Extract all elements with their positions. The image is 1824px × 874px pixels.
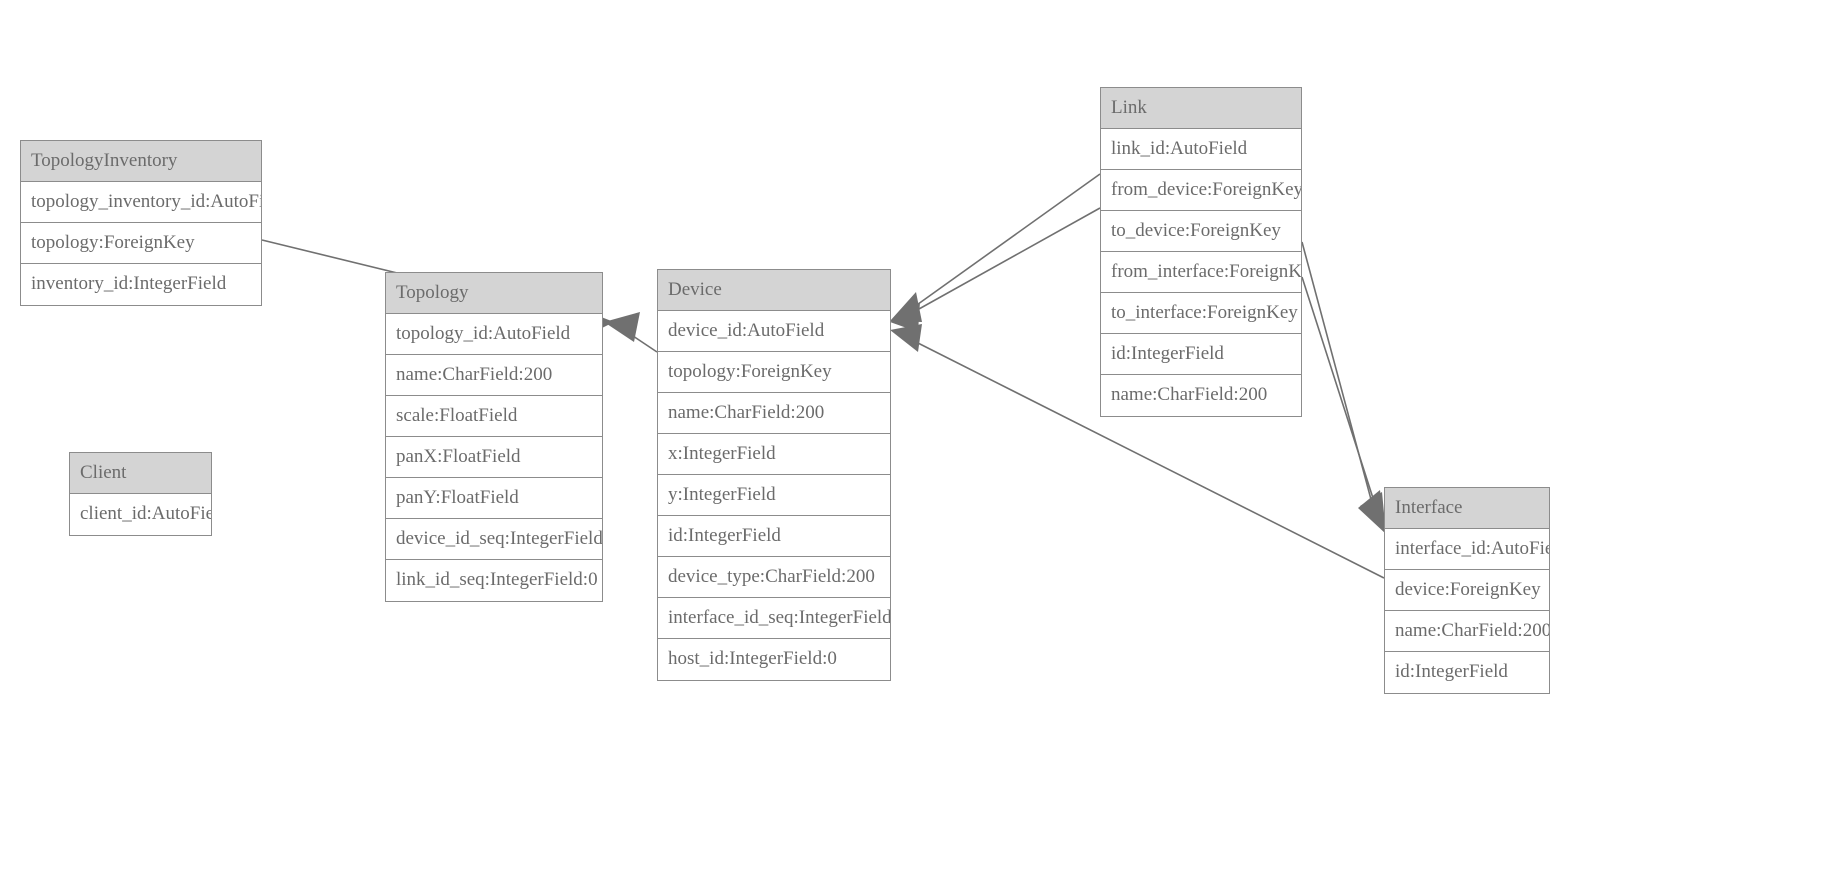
- entity-field: client_id:AutoField: [70, 494, 211, 535]
- entity-field: device_type:CharField:200: [658, 557, 890, 598]
- entity-field: host_id:IntegerField:0: [658, 639, 890, 680]
- entity-field: name:CharField:200: [1385, 611, 1549, 652]
- entity-field: panX:FloatField: [386, 437, 602, 478]
- entity-title: TopologyInventory: [21, 141, 261, 182]
- entity-topologyinventory[interactable]: TopologyInventory topology_inventory_id:…: [20, 140, 262, 306]
- edge-link-to-device: [890, 207, 1101, 332]
- entity-topology[interactable]: Topology topology_id:AutoField name:Char…: [385, 272, 603, 602]
- entity-field: link_id:AutoField: [1101, 129, 1301, 170]
- entity-field: name:CharField:200: [1101, 375, 1301, 416]
- entity-field: device_id:AutoField: [658, 311, 890, 352]
- entity-field: name:CharField:200: [658, 393, 890, 434]
- entity-field: scale:FloatField: [386, 396, 602, 437]
- entity-field: link_id_seq:IntegerField:0: [386, 560, 602, 601]
- entity-field: topology_inventory_id:AutoField: [21, 182, 261, 223]
- entity-title: Device: [658, 270, 890, 311]
- entity-field: panY:FloatField: [386, 478, 602, 519]
- entity-field: to_interface:ForeignKey: [1101, 293, 1301, 334]
- entity-field: from_device:ForeignKey: [1101, 170, 1301, 211]
- edge-device-topology: [604, 312, 658, 353]
- entity-field: from_interface:ForeignKey: [1101, 252, 1301, 293]
- entity-field: device:ForeignKey: [1385, 570, 1549, 611]
- entity-field: y:IntegerField: [658, 475, 890, 516]
- entity-field: device_id_seq:IntegerField:0: [386, 519, 602, 560]
- edge-link-from-device: [890, 173, 1101, 322]
- entity-field: id:IntegerField: [1385, 652, 1549, 693]
- entity-client[interactable]: Client client_id:AutoField: [69, 452, 212, 536]
- entity-title: Interface: [1385, 488, 1549, 529]
- entity-interface[interactable]: Interface interface_id:AutoField device:…: [1384, 487, 1550, 694]
- edge-link-to-interface: [1301, 276, 1386, 534]
- entity-title: Client: [70, 453, 211, 494]
- entity-field: topology:ForeignKey: [658, 352, 890, 393]
- entity-field: x:IntegerField: [658, 434, 890, 475]
- entity-field: name:CharField:200: [386, 355, 602, 396]
- entity-field: inventory_id:IntegerField: [21, 264, 261, 305]
- entity-link[interactable]: Link link_id:AutoField from_device:Forei…: [1100, 87, 1302, 417]
- entity-title: Topology: [386, 273, 602, 314]
- entity-field: id:IntegerField: [658, 516, 890, 557]
- entity-field: interface_id:AutoField: [1385, 529, 1549, 570]
- entity-field: id:IntegerField: [1101, 334, 1301, 375]
- entity-device[interactable]: Device device_id:AutoField topology:Fore…: [657, 269, 891, 681]
- entity-field: interface_id_seq:IntegerField:0: [658, 598, 890, 639]
- entity-field: topology_id:AutoField: [386, 314, 602, 355]
- entity-field: to_device:ForeignKey: [1101, 211, 1301, 252]
- entity-field: topology:ForeignKey: [21, 223, 261, 264]
- entity-title: Link: [1101, 88, 1301, 129]
- edge-link-from-interface: [1301, 241, 1386, 534]
